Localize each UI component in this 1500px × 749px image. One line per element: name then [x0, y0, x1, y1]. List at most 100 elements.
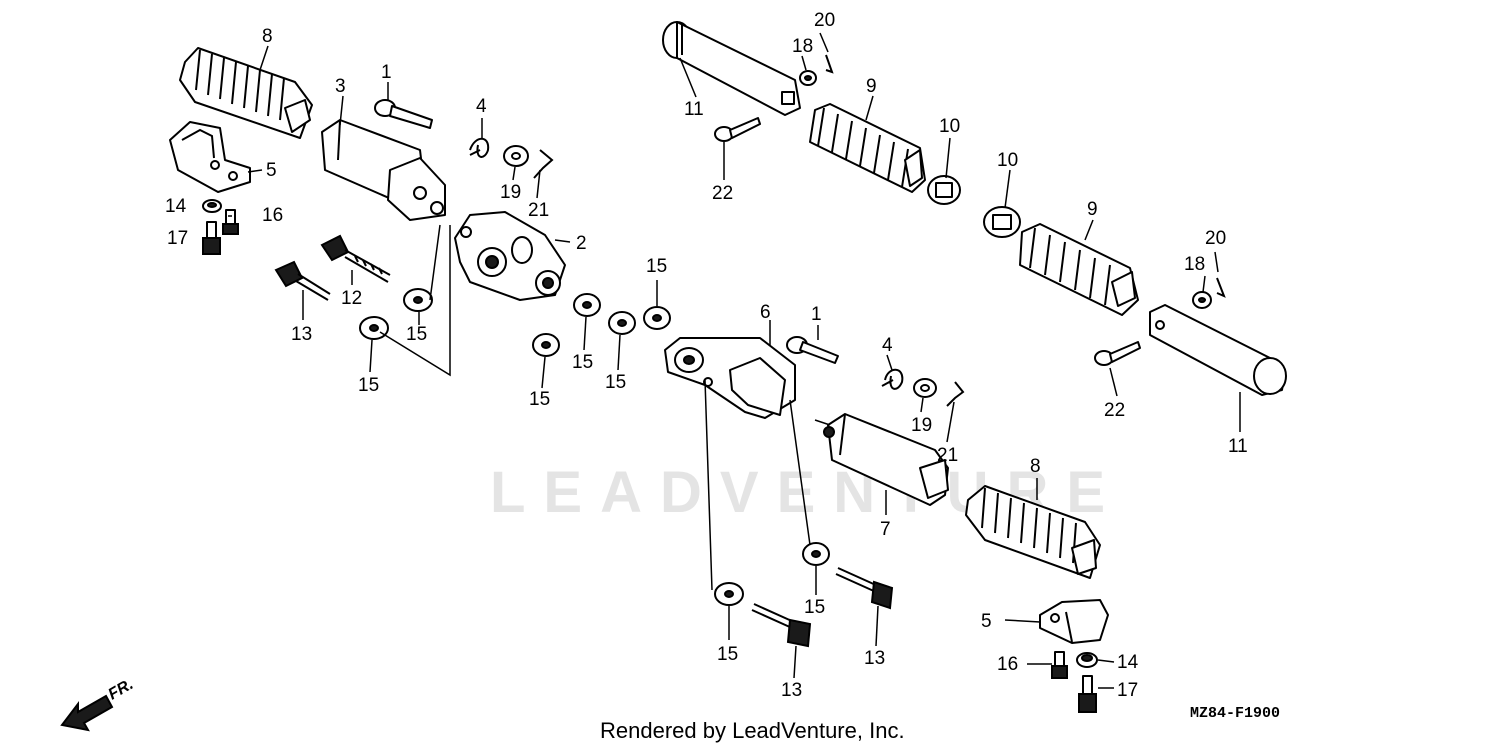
callout-21: 21	[528, 200, 549, 221]
cotter-pin-20-right[interactable]	[1216, 277, 1226, 298]
callout-5-bottom: 5	[981, 611, 992, 632]
callout-15g: 15	[804, 597, 825, 618]
direction-indicator: FR.	[60, 676, 137, 732]
washer-15-c[interactable]	[573, 293, 601, 317]
callout-22-right: 22	[1104, 400, 1125, 421]
bolt-13-bottom-left[interactable]	[751, 603, 812, 648]
diagram-code: MZ84-F1900	[1190, 705, 1280, 722]
arrow-icon	[60, 694, 114, 732]
footer-credit: Rendered by LeadVenture, Inc.	[600, 718, 905, 743]
grip-rubber-9-right[interactable]	[1019, 223, 1139, 316]
callout-20-top: 20	[814, 10, 835, 31]
callout-13: 13	[291, 324, 312, 345]
callout-4-center: 4	[882, 335, 893, 356]
plate-10-top[interactable]	[927, 175, 961, 205]
callout-16: 16	[262, 205, 283, 226]
callout-17: 17	[167, 228, 188, 249]
callout-6: 6	[760, 302, 771, 323]
callout-8-bottom: 8	[1030, 456, 1041, 477]
washer-15-h[interactable]	[714, 582, 744, 606]
callout-2: 2	[576, 233, 587, 254]
leader-lines	[228, 32, 1241, 689]
callout-15c: 15	[572, 352, 593, 373]
leader-lines-bottom	[369, 166, 955, 679]
callout-18-right: 18	[1184, 254, 1205, 275]
callout-15a: 15	[406, 324, 427, 345]
washer-15-b[interactable]	[359, 316, 389, 340]
bolt-16-top-left[interactable]	[222, 209, 239, 235]
callout-20-right: 20	[1205, 228, 1226, 249]
footpeg-rubber-top-left[interactable]	[179, 47, 313, 139]
callout-11-right: 11	[1228, 436, 1248, 457]
callout-10-top: 10	[939, 116, 960, 137]
bolt-17-bottom-right[interactable]	[1078, 675, 1097, 713]
assembly-lines-left	[379, 224, 451, 377]
washer-15-d[interactable]	[532, 333, 560, 357]
footpeg-bar-center[interactable]	[823, 413, 949, 506]
pin-22-top[interactable]	[714, 117, 761, 142]
washer-15-e[interactable]	[608, 311, 636, 335]
bolt-13-bottom-right[interactable]	[835, 567, 894, 610]
assembly-lines-center	[704, 379, 831, 591]
callout-8: 8	[262, 26, 273, 47]
washer-15-a[interactable]	[403, 288, 433, 312]
direction-label: FR.	[106, 676, 137, 704]
pin-1-center[interactable]	[786, 336, 839, 364]
callout-13-bottom-right: 13	[864, 648, 885, 669]
pin-1-top[interactable]	[374, 99, 433, 129]
cotter-pin-20-top[interactable]	[825, 54, 834, 74]
callout-5: 5	[266, 160, 277, 181]
callout-labels: 8 1 3 4 5 14 16 17 19 21 2 12 13 15 15 1…	[165, 10, 1248, 701]
bracket-top-left[interactable]	[169, 121, 251, 193]
washer-15-g[interactable]	[802, 542, 830, 566]
collar-14-top-left[interactable]	[202, 199, 222, 213]
callout-1: 1	[381, 62, 392, 83]
cotter-pin-21-center[interactable]	[946, 381, 965, 407]
callout-15d: 15	[529, 389, 550, 410]
washer-19-top[interactable]	[503, 145, 529, 167]
bolt-17-top-left[interactable]	[202, 221, 221, 255]
cotter-pin-21-top[interactable]	[533, 149, 554, 179]
callout-19: 19	[500, 182, 521, 203]
callout-13-bottom-left: 13	[781, 680, 802, 701]
washer-15-f[interactable]	[643, 306, 671, 330]
callout-15e: 15	[605, 372, 626, 393]
callout-18-top: 18	[792, 36, 813, 57]
callout-9-top: 9	[866, 76, 877, 97]
callout-7: 7	[880, 519, 891, 540]
callout-14: 14	[165, 196, 187, 217]
callout-12: 12	[341, 288, 362, 309]
bolt-12[interactable]	[320, 234, 391, 283]
callout-4: 4	[476, 96, 487, 117]
footpeg-bar-left[interactable]	[321, 119, 446, 221]
callout-1-center: 1	[811, 304, 822, 325]
callout-14-bottom: 14	[1117, 652, 1139, 673]
tube-11-right[interactable]	[1149, 304, 1287, 396]
plate-10-right[interactable]	[983, 206, 1021, 238]
washer-18-top[interactable]	[799, 70, 817, 86]
collar-14-bottom-right[interactable]	[1076, 652, 1098, 668]
holder-2[interactable]	[454, 211, 566, 301]
pin-22-right[interactable]	[1094, 341, 1141, 366]
bolt-16-bottom-right[interactable]	[1051, 651, 1068, 679]
callout-16-bottom: 16	[997, 654, 1018, 675]
callout-15h: 15	[717, 644, 738, 665]
bolt-13-left[interactable]	[274, 260, 331, 301]
tube-11-top[interactable]	[662, 21, 801, 116]
callout-3: 3	[335, 76, 346, 97]
callout-22-top: 22	[712, 183, 733, 204]
footpeg-rubber-bottom-right[interactable]	[965, 485, 1101, 579]
washer-18-right[interactable]	[1192, 291, 1212, 309]
holder-6[interactable]	[664, 337, 796, 419]
callout-17-bottom: 17	[1117, 680, 1138, 701]
spring-4-top[interactable]	[469, 137, 490, 158]
callout-9-right: 9	[1087, 199, 1098, 220]
callout-15f: 15	[646, 256, 667, 277]
grip-rubber-9-top[interactable]	[809, 103, 926, 193]
callout-19-center: 19	[911, 415, 932, 436]
washer-19-center[interactable]	[913, 378, 937, 398]
spring-4-center[interactable]	[881, 368, 904, 390]
callout-21-center: 21	[937, 445, 958, 466]
bracket-bottom-right[interactable]	[1039, 599, 1109, 644]
callout-11-top: 11	[684, 99, 704, 120]
